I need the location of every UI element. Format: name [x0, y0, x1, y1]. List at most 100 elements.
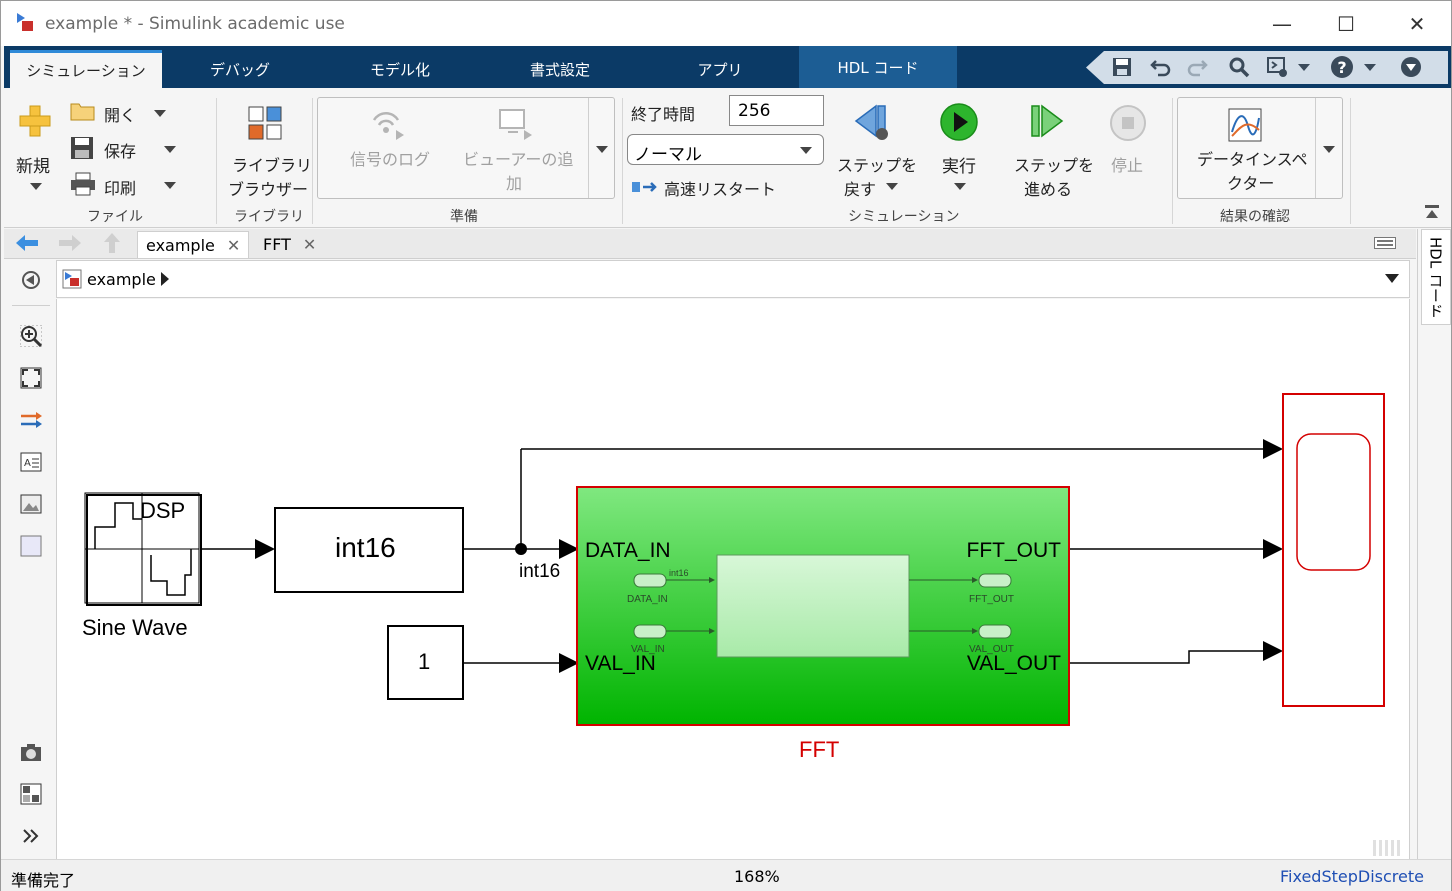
add-viewer-icon: [499, 109, 532, 140]
area-icon[interactable]: [20, 535, 42, 557]
step-forward-label-2[interactable]: 進める: [1024, 180, 1073, 199]
stop-time-label: 終了時間: [631, 105, 696, 124]
new-dropdown-icon[interactable]: [30, 183, 42, 191]
help-icon[interactable]: ?: [1330, 55, 1354, 79]
data-type-conversion-block[interactable]: int16: [274, 507, 464, 593]
scope-block[interactable]: [1282, 393, 1385, 707]
model-browser-path: example: [56, 260, 1410, 298]
up-arrow-icon[interactable]: [103, 232, 121, 254]
canvas-resize-grip[interactable]: [1373, 840, 1400, 856]
expand-chevrons-icon[interactable]: [20, 825, 42, 847]
find-icon[interactable]: [1228, 56, 1250, 78]
prepare-gallery: [317, 97, 615, 199]
signal-routing-icon[interactable]: [20, 409, 42, 431]
library-browser-icon: [248, 106, 282, 140]
stop-icon: [1110, 105, 1146, 141]
data-inspector-label-1[interactable]: データインスペ: [1197, 150, 1308, 169]
signal-log-button[interactable]: 信号のログ: [350, 150, 431, 169]
step-back-icon: [854, 104, 888, 140]
hdl-code-side-tab[interactable]: HDL コード: [1421, 229, 1451, 325]
close-button[interactable]: ✕: [1402, 9, 1432, 39]
fast-restart-button[interactable]: 高速リスタート: [664, 180, 777, 199]
tab-hdl-code[interactable]: HDL コード: [799, 46, 957, 88]
property-inspector-icon[interactable]: [20, 783, 42, 805]
tab-modeling[interactable]: モデル化: [369, 60, 430, 79]
save-dropdown-icon[interactable]: [164, 146, 176, 154]
prepare-gallery-expand[interactable]: [588, 98, 614, 198]
step-back-label-2[interactable]: 戻す: [844, 180, 877, 199]
new-button[interactable]: 新規: [16, 157, 50, 177]
breadcrumb-chevron-right-icon[interactable]: [161, 272, 169, 286]
stop-time-value: 256: [738, 101, 771, 121]
data-inspector-label-2[interactable]: クター: [1227, 174, 1275, 193]
title-bar: example * - Simulink academic use — ☐ ✕: [1, 1, 1451, 46]
print-button[interactable]: 印刷: [104, 179, 137, 198]
help-dropdown-icon[interactable]: [1364, 64, 1376, 72]
fft-port-val-in: VAL_IN: [585, 652, 656, 675]
tab-format[interactable]: 書式設定: [529, 60, 590, 79]
collapse-ribbon-icon[interactable]: [1424, 204, 1440, 220]
library-browser-label-2[interactable]: ブラウザー: [228, 180, 309, 199]
chevron-down-icon[interactable]: [1298, 64, 1310, 72]
constant-block[interactable]: 1: [387, 625, 464, 700]
simulation-mode-select[interactable]: ノーマル: [627, 134, 824, 165]
solver-link[interactable]: FixedStepDiscrete: [1280, 867, 1424, 886]
doc-tab-example[interactable]: example✕: [137, 231, 250, 258]
library-browser-label-1[interactable]: ライブラリ: [232, 156, 313, 175]
doc-tab-fft[interactable]: FFT✕: [255, 231, 324, 258]
add-viewer-label-1[interactable]: ビューアーの追: [463, 150, 574, 169]
back-arrow-icon[interactable]: [15, 234, 39, 252]
save-icon[interactable]: [1112, 57, 1132, 77]
open-folder-icon: [70, 103, 95, 121]
step-back-dropdown-icon[interactable]: [886, 183, 898, 191]
save-button[interactable]: 保存: [104, 142, 137, 161]
stop-time-input[interactable]: 256: [729, 95, 824, 126]
ribbon-tab-strip: シミュレーション デバッグ モデル化 書式設定 アプリ HDL コード ?: [4, 46, 1451, 88]
fft-port-fft-out: FFT_OUT: [967, 539, 1062, 562]
signal-datatype-label: int16: [519, 561, 560, 582]
open-dropdown-icon[interactable]: [154, 110, 166, 118]
tab-apps[interactable]: アプリ: [697, 60, 743, 79]
fft-subsystem-block[interactable]: DATA_IN VAL_IN FFT_OUT VAL_OUT DATA_IN: [576, 486, 1070, 726]
context-icon[interactable]: [1266, 56, 1288, 78]
run-dropdown-icon[interactable]: [954, 183, 966, 191]
hide-explorer-icon[interactable]: [20, 269, 42, 291]
review-group-label: 結果の確認: [1220, 209, 1290, 225]
review-gallery-expand[interactable]: [1315, 98, 1342, 198]
tab-simulation[interactable]: シミュレーション: [10, 50, 162, 88]
path-dropdown-icon[interactable]: [1385, 274, 1399, 284]
minimize-button[interactable]: —: [1267, 9, 1297, 39]
tab-debug[interactable]: デバッグ: [209, 60, 270, 79]
minimize-ribbon-icon[interactable]: [1400, 56, 1422, 78]
stop-button[interactable]: 停止: [1111, 156, 1144, 175]
breadcrumb-model[interactable]: example: [87, 270, 156, 289]
redo-icon[interactable]: [1186, 57, 1208, 77]
inner-port-data-in: DATA_IN: [627, 594, 668, 605]
maximize-button[interactable]: ☐: [1331, 9, 1361, 39]
annotation-icon[interactable]: A: [20, 451, 42, 473]
signal-lines[interactable]: [200, 439, 1283, 673]
step-back-label-1[interactable]: ステップを: [837, 156, 918, 175]
image-icon[interactable]: [20, 493, 42, 515]
step-forward-label-1[interactable]: ステップを: [1014, 156, 1095, 175]
add-viewer-label-2[interactable]: 加: [506, 174, 523, 193]
quick-access-toolbar: ?: [1086, 51, 1448, 84]
run-button[interactable]: 実行: [942, 157, 976, 177]
print-dropdown-icon[interactable]: [164, 182, 176, 190]
mode-chevron-down-icon: [800, 147, 812, 154]
undo-icon[interactable]: [1150, 57, 1172, 77]
open-button[interactable]: 開く: [104, 106, 137, 125]
zoom-in-icon[interactable]: [20, 325, 42, 347]
constant-value: 1: [418, 649, 430, 674]
status-message: 準備完了: [11, 871, 76, 890]
keyboard-icon[interactable]: [1374, 237, 1396, 249]
close-tab-icon[interactable]: ✕: [226, 235, 241, 255]
divider: [1350, 98, 1351, 224]
screenshot-camera-icon[interactable]: [20, 741, 42, 763]
model-canvas[interactable]: DSP Sine Wave int16 1: [56, 299, 1410, 859]
sine-wave-block[interactable]: DSP: [84, 492, 202, 606]
fit-to-view-icon[interactable]: [20, 367, 42, 389]
forward-arrow-icon[interactable]: [58, 234, 82, 252]
close-tab-icon[interactable]: ✕: [302, 235, 317, 254]
